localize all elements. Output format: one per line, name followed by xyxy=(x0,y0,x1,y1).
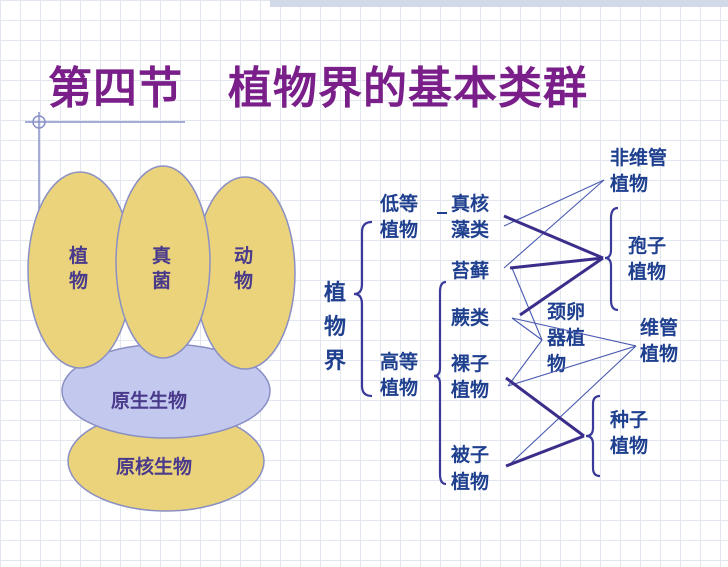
gymno-label-1: 裸子 xyxy=(451,352,489,375)
root-label-3: 界 xyxy=(324,349,346,374)
thick-connectors xyxy=(503,214,604,468)
vascular-label-2: 植物 xyxy=(640,342,678,365)
animal-label-2: 物 xyxy=(234,269,253,292)
crosshair-decoration xyxy=(25,112,185,210)
organism-groups: 植 物 真 菌 动 物 原生生物 原核生物 xyxy=(27,165,296,512)
angio-label-1: 被子 xyxy=(451,443,489,466)
protist-label: 原生生物 xyxy=(111,389,187,412)
root-brace xyxy=(353,220,373,398)
archegonia-label-1: 颈卵 xyxy=(547,300,585,323)
classification-tree: 植 物 界 低等 植物 高等 植物 真核 藻类 苔藓 蕨类 裸子 植物 被子 植… xyxy=(324,146,678,493)
fungi-ellipse xyxy=(115,165,211,359)
gymno-label-2: 植物 xyxy=(451,378,489,401)
seed-label-1: 种子 xyxy=(609,409,648,431)
plant-label-1: 植 xyxy=(69,244,88,267)
seed-label-2: 植物 xyxy=(610,434,648,457)
angio-label-2: 植物 xyxy=(451,470,489,493)
fern-label: 蕨类 xyxy=(451,306,489,329)
higher-label-2: 植物 xyxy=(380,376,418,399)
lower-label-1: 低等 xyxy=(379,192,418,215)
higher-brace xyxy=(433,280,447,486)
nonvascular-label-2: 植物 xyxy=(610,172,648,195)
vascular-label-1: 维管 xyxy=(640,316,678,339)
moss-label: 苔藓 xyxy=(451,259,489,282)
header-band xyxy=(270,0,728,7)
nonvascular-label-1: 非维管 xyxy=(610,146,667,169)
higher-label-1: 高等 xyxy=(380,350,418,373)
spore-brace xyxy=(604,206,619,312)
thin-connectors xyxy=(503,179,637,467)
archegonia-label-3: 物 xyxy=(547,352,566,375)
archegonia-label-2: 器植 xyxy=(546,326,585,349)
root-label-2: 物 xyxy=(324,314,346,340)
algae-label-2: 藻类 xyxy=(451,218,489,241)
plant-label-2: 物 xyxy=(69,269,88,292)
lower-label-2: 植物 xyxy=(380,218,418,241)
spore-label-2: 植物 xyxy=(628,260,666,283)
seed-brace xyxy=(585,394,601,478)
algae-label-1: 真核 xyxy=(451,192,489,215)
fungi-label-1: 真 xyxy=(152,244,171,267)
root-label-1: 植 xyxy=(324,280,346,306)
spore-label-1: 孢子 xyxy=(628,234,666,257)
animal-label-1: 动 xyxy=(234,245,253,267)
page-title: 第四节 植物界的基本类群 xyxy=(48,63,588,114)
prokaryote-label: 原核生物 xyxy=(116,455,192,478)
fungi-label-2: 菌 xyxy=(152,269,171,292)
